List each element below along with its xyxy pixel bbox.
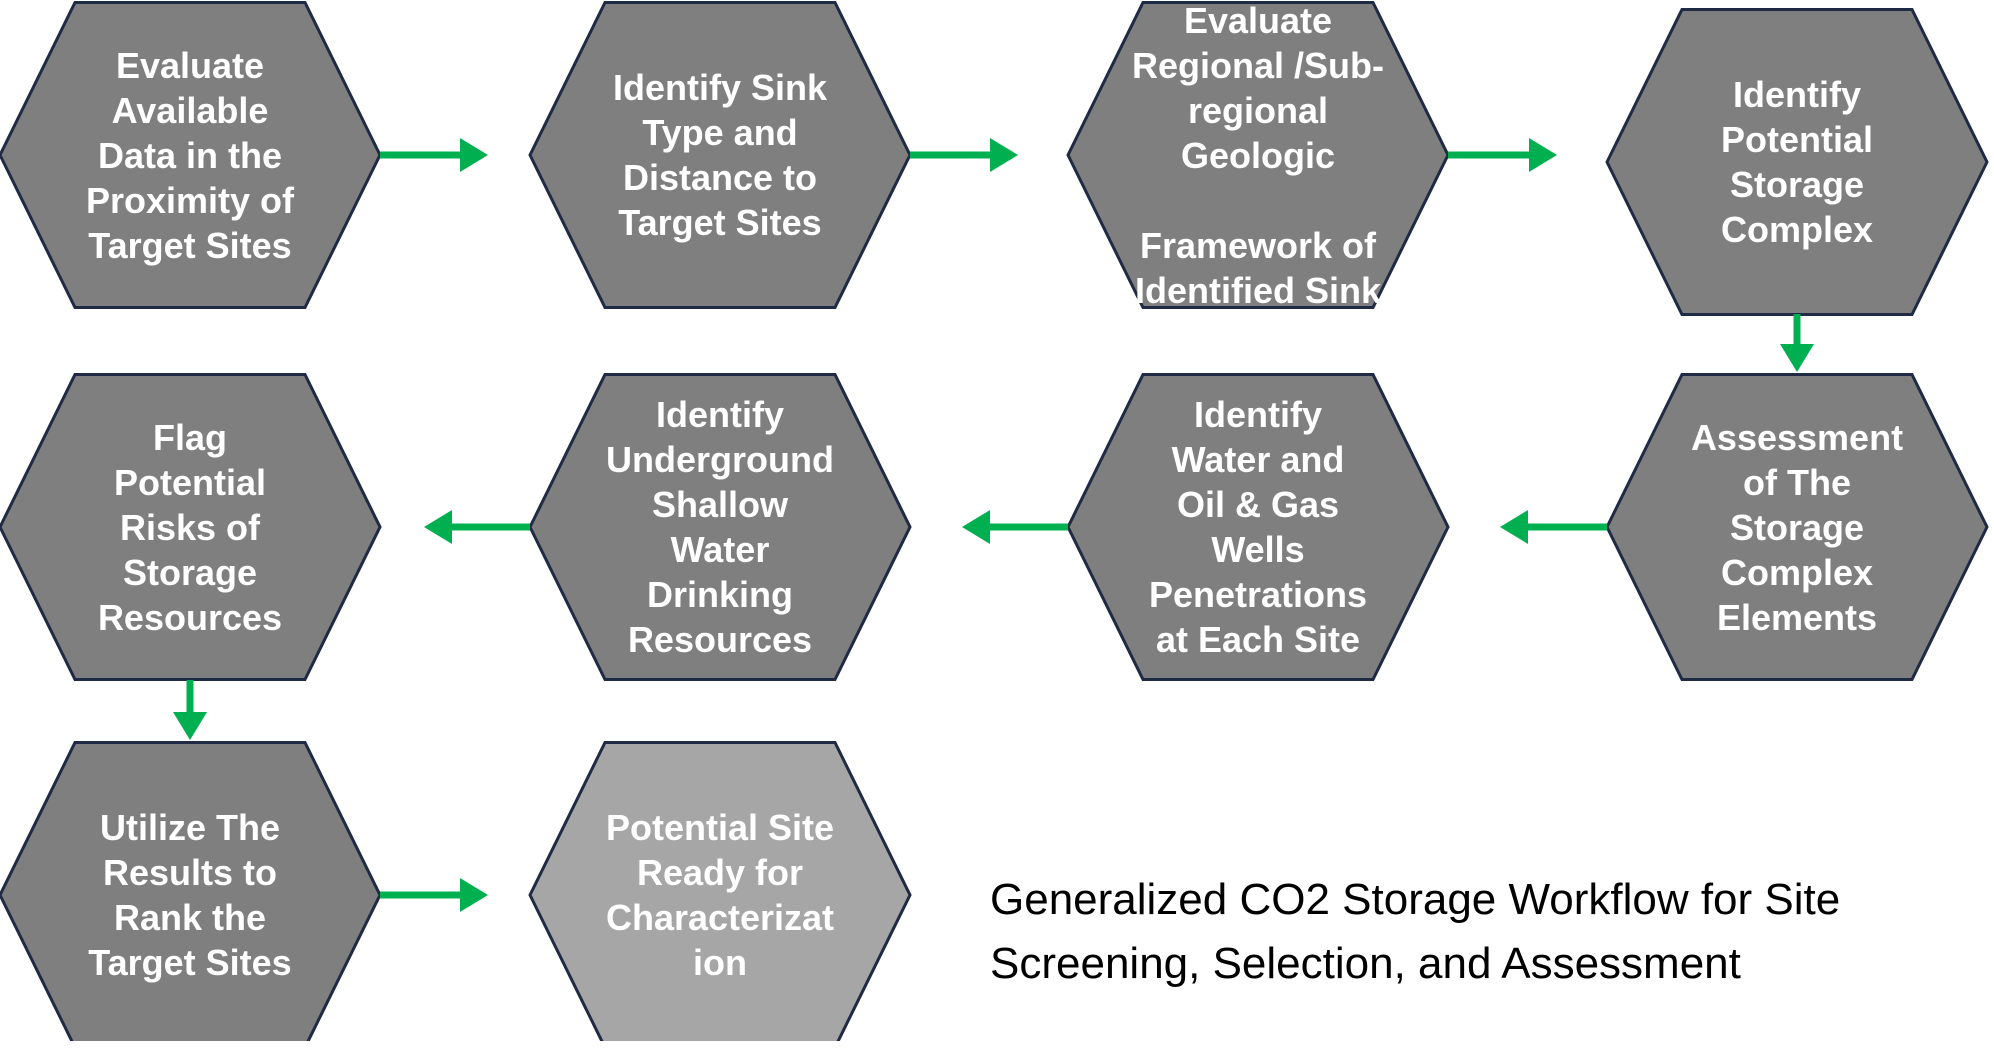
- arrow-step8-to-step9: [173, 680, 207, 740]
- step-text: Identify Potential Storage Complex: [1720, 74, 1874, 250]
- step-label-identify-storage-complex: Identify Potential Storage Complex: [1647, 10, 1947, 315]
- arrow-step9-to-step10: [380, 878, 488, 912]
- step-label-site-ready: Potential Site Ready for Characterizat i…: [570, 743, 870, 1048]
- step-label-identify-water-resources: Identify Underground Shallow Water Drink…: [570, 375, 870, 680]
- arrow-step3-to-step4: [1448, 138, 1557, 172]
- step-text: Assessment of The Storage Complex Elemen…: [1690, 416, 1904, 638]
- arrow-step5-to-step6: [1500, 510, 1607, 544]
- step-label-evaluate-geologic: Evaluate Regional /Sub- regional Geologi…: [1108, 0, 1408, 311]
- hexagon-site-ready: [528, 741, 912, 1041]
- step-text: Evaluate Regional /Sub- regional Geologi…: [1132, 0, 1384, 311]
- step-text: Potential Site Ready for Characterizat i…: [605, 807, 835, 983]
- hexagon-identify-wells: [1066, 373, 1450, 681]
- arrow-step1-to-step2: [380, 138, 488, 172]
- hexagon-identify-water-resources: [528, 373, 912, 681]
- hexagon-flag-risks: [0, 373, 382, 681]
- step-label-assessment-elements: Assessment of The Storage Complex Elemen…: [1647, 375, 1947, 680]
- diagram-caption: Generalized CO2 Storage Workflow for Sit…: [990, 868, 1970, 996]
- caption-line-2: Screening, Selection, and Assessment: [990, 939, 1741, 988]
- step-text: Flag Potential Risks of Storage Resource…: [97, 416, 283, 638]
- step-label-flag-risks: Flag Potential Risks of Storage Resource…: [40, 375, 340, 680]
- step-label-utilize-results: Utilize The Results to Rank the Target S…: [40, 743, 340, 1048]
- step-text: Identify Underground Shallow Water Drink…: [606, 394, 834, 660]
- arrow-step4-to-step5: [1780, 314, 1814, 372]
- caption-line-1: Generalized CO2 Storage Workflow for Sit…: [990, 875, 1841, 924]
- hexagon-identify-storage-complex: [1605, 8, 1989, 316]
- step-text: Identify Water and Oil & Gas Wells Penet…: [1148, 394, 1368, 660]
- step-text: Utilize The Results to Rank the Target S…: [88, 807, 292, 983]
- step-text: Identify Sink Type and Distance to Targe…: [612, 67, 828, 243]
- hexagon-assessment-elements: [1605, 373, 1989, 681]
- arrow-step7-to-step8: [424, 510, 530, 544]
- arrow-step6-to-step7: [962, 510, 1068, 544]
- arrow-step2-to-step3: [910, 138, 1018, 172]
- step-label-evaluate-data: Evaluate Available Data in the Proximity…: [40, 3, 340, 308]
- step-label-identify-wells: Identify Water and Oil & Gas Wells Penet…: [1108, 375, 1408, 680]
- step-text: Evaluate Available Data in the Proximity…: [85, 44, 295, 266]
- step-label-identify-sink: Identify Sink Type and Distance to Targe…: [570, 3, 870, 308]
